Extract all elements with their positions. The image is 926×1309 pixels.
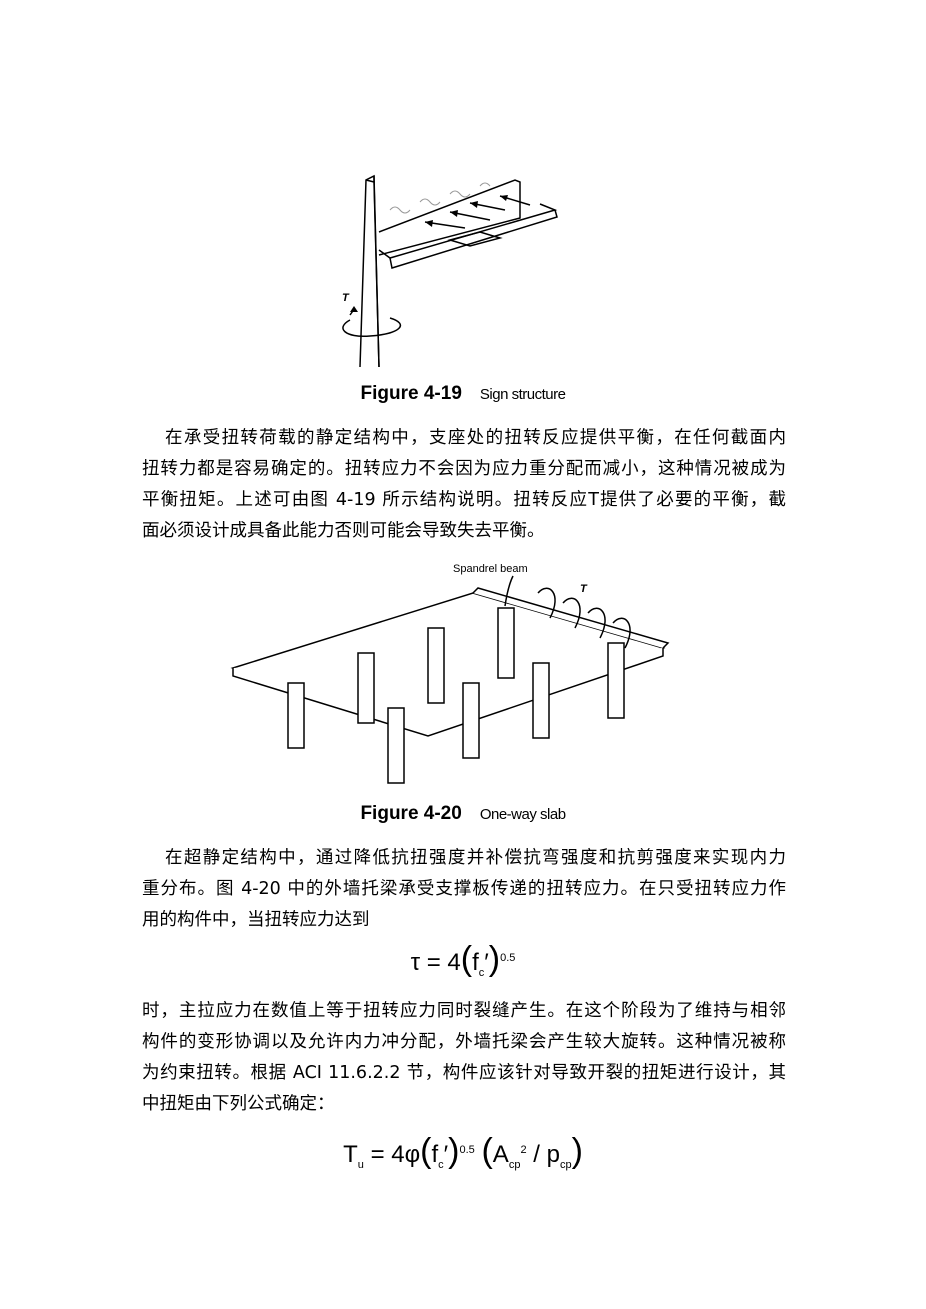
figure-caption: Figure 4-19 Sign structure <box>0 383 926 405</box>
formula-sub: c <box>478 966 485 979</box>
formula-p: p <box>546 1141 560 1168</box>
text-line: 构件的变形协调以及允许内力冲分配，外墙托梁会产生较大旋转。这种情况被称 <box>142 1032 786 1052</box>
paragraph-2: 在超静定结构中，通过降低抗扭强度并补偿抗弯强度和抗剪强度来实现内力 重分布。图 … <box>142 843 786 936</box>
cracking-stress-formula: τ = 4(fc′)0.5 <box>410 940 516 979</box>
torque-label: T <box>580 583 588 595</box>
formula-t: T <box>343 1141 358 1168</box>
text-line: 平衡扭矩。上述可由图 4-19 所示结构说明。扭转反应T提供了必要的平衡，截 <box>142 490 786 510</box>
formula-base: f <box>431 1141 439 1168</box>
paragraph-3: 时，主拉应力在数值上等于扭转应力同时裂缝产生。在这个阶段为了维持与相邻 构件的变… <box>142 996 786 1120</box>
formula-a-exp: 2 <box>520 1144 527 1156</box>
one-way-slab-figure: Spandrel beam T <box>230 563 670 784</box>
formula-p-sub: cp <box>559 1158 572 1171</box>
text-line: 用的构件中，当扭转应力达到 <box>142 910 370 930</box>
figure-number: Figure 4-20 <box>360 803 462 824</box>
formula-slash: / <box>526 1141 547 1168</box>
formula-lhs: τ = 4 <box>410 949 461 976</box>
text-line: 在超静定结构中，通过降低抗扭强度并补偿抗弯强度和抗剪强度来实现内力 <box>165 848 786 868</box>
figure-title: Sign structure <box>479 386 566 403</box>
formula-coef: = 4φ <box>370 1141 421 1168</box>
formula-base: f <box>472 949 479 976</box>
text-line: 扭转力都是容易确定的。扭转应力不会因为应力重分配而减小，这种情况被成为 <box>142 459 786 479</box>
text-line: 为约束扭转。根据 ACI 11.6.2.2 节，构件应该针对导致开裂的扭矩进行设… <box>142 1063 786 1083</box>
figure-caption: Figure 4-20 One-way slab <box>0 803 926 825</box>
sign-structure-figure: T <box>342 174 558 368</box>
formula-a: A <box>492 1141 509 1168</box>
figure-title: One-way slab <box>479 806 566 823</box>
text-line: 在承受扭转荷载的静定结构中，支座处的扭转反应提供平衡，在任何截面内 <box>165 428 786 448</box>
text-line: 时，主拉应力在数值上等于扭转应力同时裂缝产生。在这个阶段为了维持与相邻 <box>142 1001 786 1021</box>
formula-prime: ′ <box>443 1141 449 1168</box>
paragraph-1: 在承受扭转荷载的静定结构中，支座处的扭转反应提供平衡，在任何截面内 扭转力都是容… <box>142 423 786 547</box>
formula-sub: c <box>438 1158 444 1171</box>
cracking-torque-formula: Tu = 4φ(fc′)0.5 (Acp2 / pcp) <box>343 1132 583 1171</box>
formula-a-sub: cp <box>508 1158 521 1171</box>
torque-label: T <box>342 292 350 304</box>
formula-exp: 0.5 <box>459 1144 475 1156</box>
formula-exp: 0.5 <box>500 952 516 964</box>
formula-t-sub: u <box>357 1158 364 1171</box>
text-line: 重分布。图 4-20 中的外墙托梁承受支撑板传递的扭转应力。在只受扭转应力作 <box>142 879 786 899</box>
formula-prime: ′ <box>484 949 489 976</box>
figure-number: Figure 4-19 <box>360 383 462 404</box>
text-line: 面必须设计成具备此能力否则可能会导致失去平衡。 <box>142 521 545 541</box>
spandrel-beam-label: Spandrel beam <box>453 563 528 575</box>
text-line: 中扭矩由下列公式确定： <box>142 1094 335 1114</box>
